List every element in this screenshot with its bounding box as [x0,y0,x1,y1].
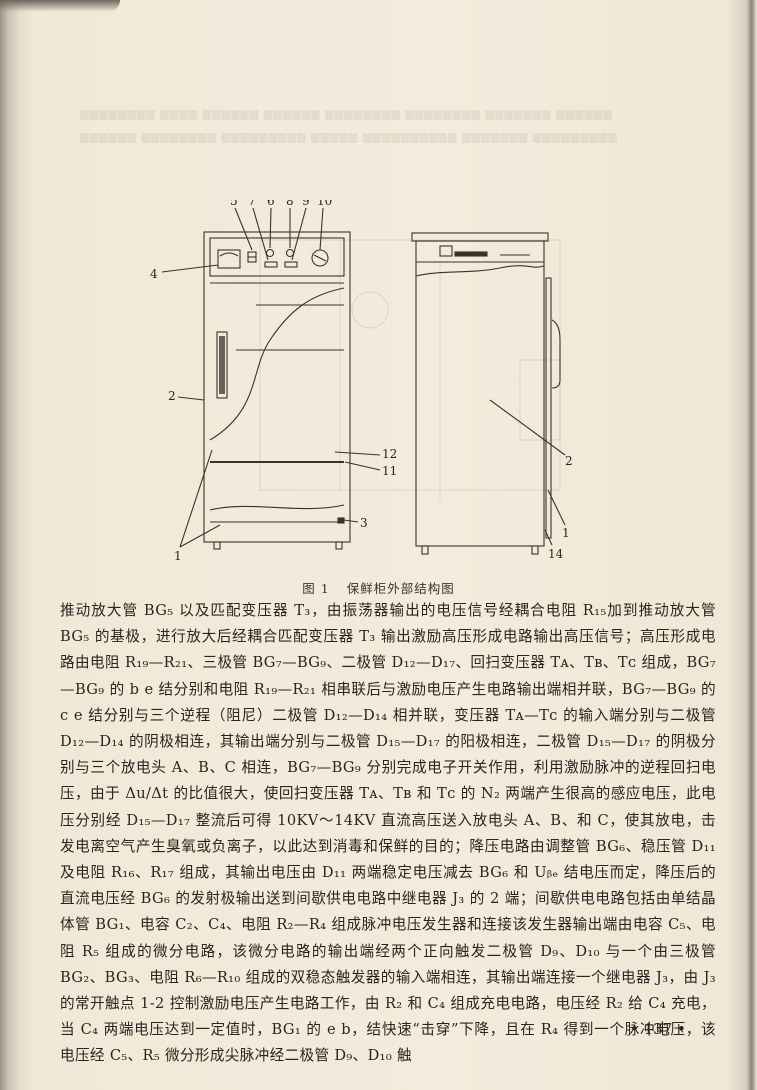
label-5: 5 [230,200,238,208]
caption-number: 图 1 [302,581,330,596]
front-view [161,207,381,550]
label-side-1: 1 [562,526,570,540]
label-7: 7 [248,200,256,208]
label-1: 1 [174,549,182,563]
page-number: • 137 • [630,1020,686,1038]
label-9: 9 [302,200,310,208]
label-8: 8 [286,200,294,208]
body-text: 推动放大管 BG₅ 以及匹配变压器 T₃，由振荡器输出的电压信号经耦合电阻 R₁… [60,598,716,1070]
label-side-14: 14 [548,547,564,561]
bleed-through-text: ▒▒▒▒▒▒▒▒ ▒▒▒▒ ▒▒▒▒▒▒ ▒▒▒▒▒▒ ▒▒▒▒▒▒▒▒ ▒▒▒… [80,110,613,120]
label-6: 6 [267,200,275,208]
caption-title: 保鲜柜外部结构图 [346,581,455,596]
label-2: 2 [168,389,176,403]
cabinet-drawing: 5 7 6 8 9 10 4 2 1 12 11 3 [150,194,573,563]
figure-caption: 图 1 保鲜柜外部结构图 [0,578,757,597]
bleed-through-text: ▒▒▒▒▒▒ ▒▒▒▒▒▒▒▒ ▒▒▒▒▒▒▒▒▒ ▒▒▒▒▒ ▒▒▒▒▒▒▒▒… [80,133,618,143]
label-10: 10 [317,200,332,208]
figure-cabinet-exterior: 5 7 6 8 9 10 4 2 1 12 11 3 [140,194,600,570]
side-view [411,232,566,555]
label-4: 4 [150,267,158,281]
paragraph: 推动放大管 BG₅ 以及匹配变压器 T₃，由振荡器输出的电压信号经耦合电阻 R₁… [60,602,716,1065]
label-side-2: 2 [565,454,573,468]
label-11: 11 [382,464,397,478]
label-12: 12 [382,447,397,461]
page-edge-shadow [0,0,120,12]
label-3: 3 [360,516,368,530]
